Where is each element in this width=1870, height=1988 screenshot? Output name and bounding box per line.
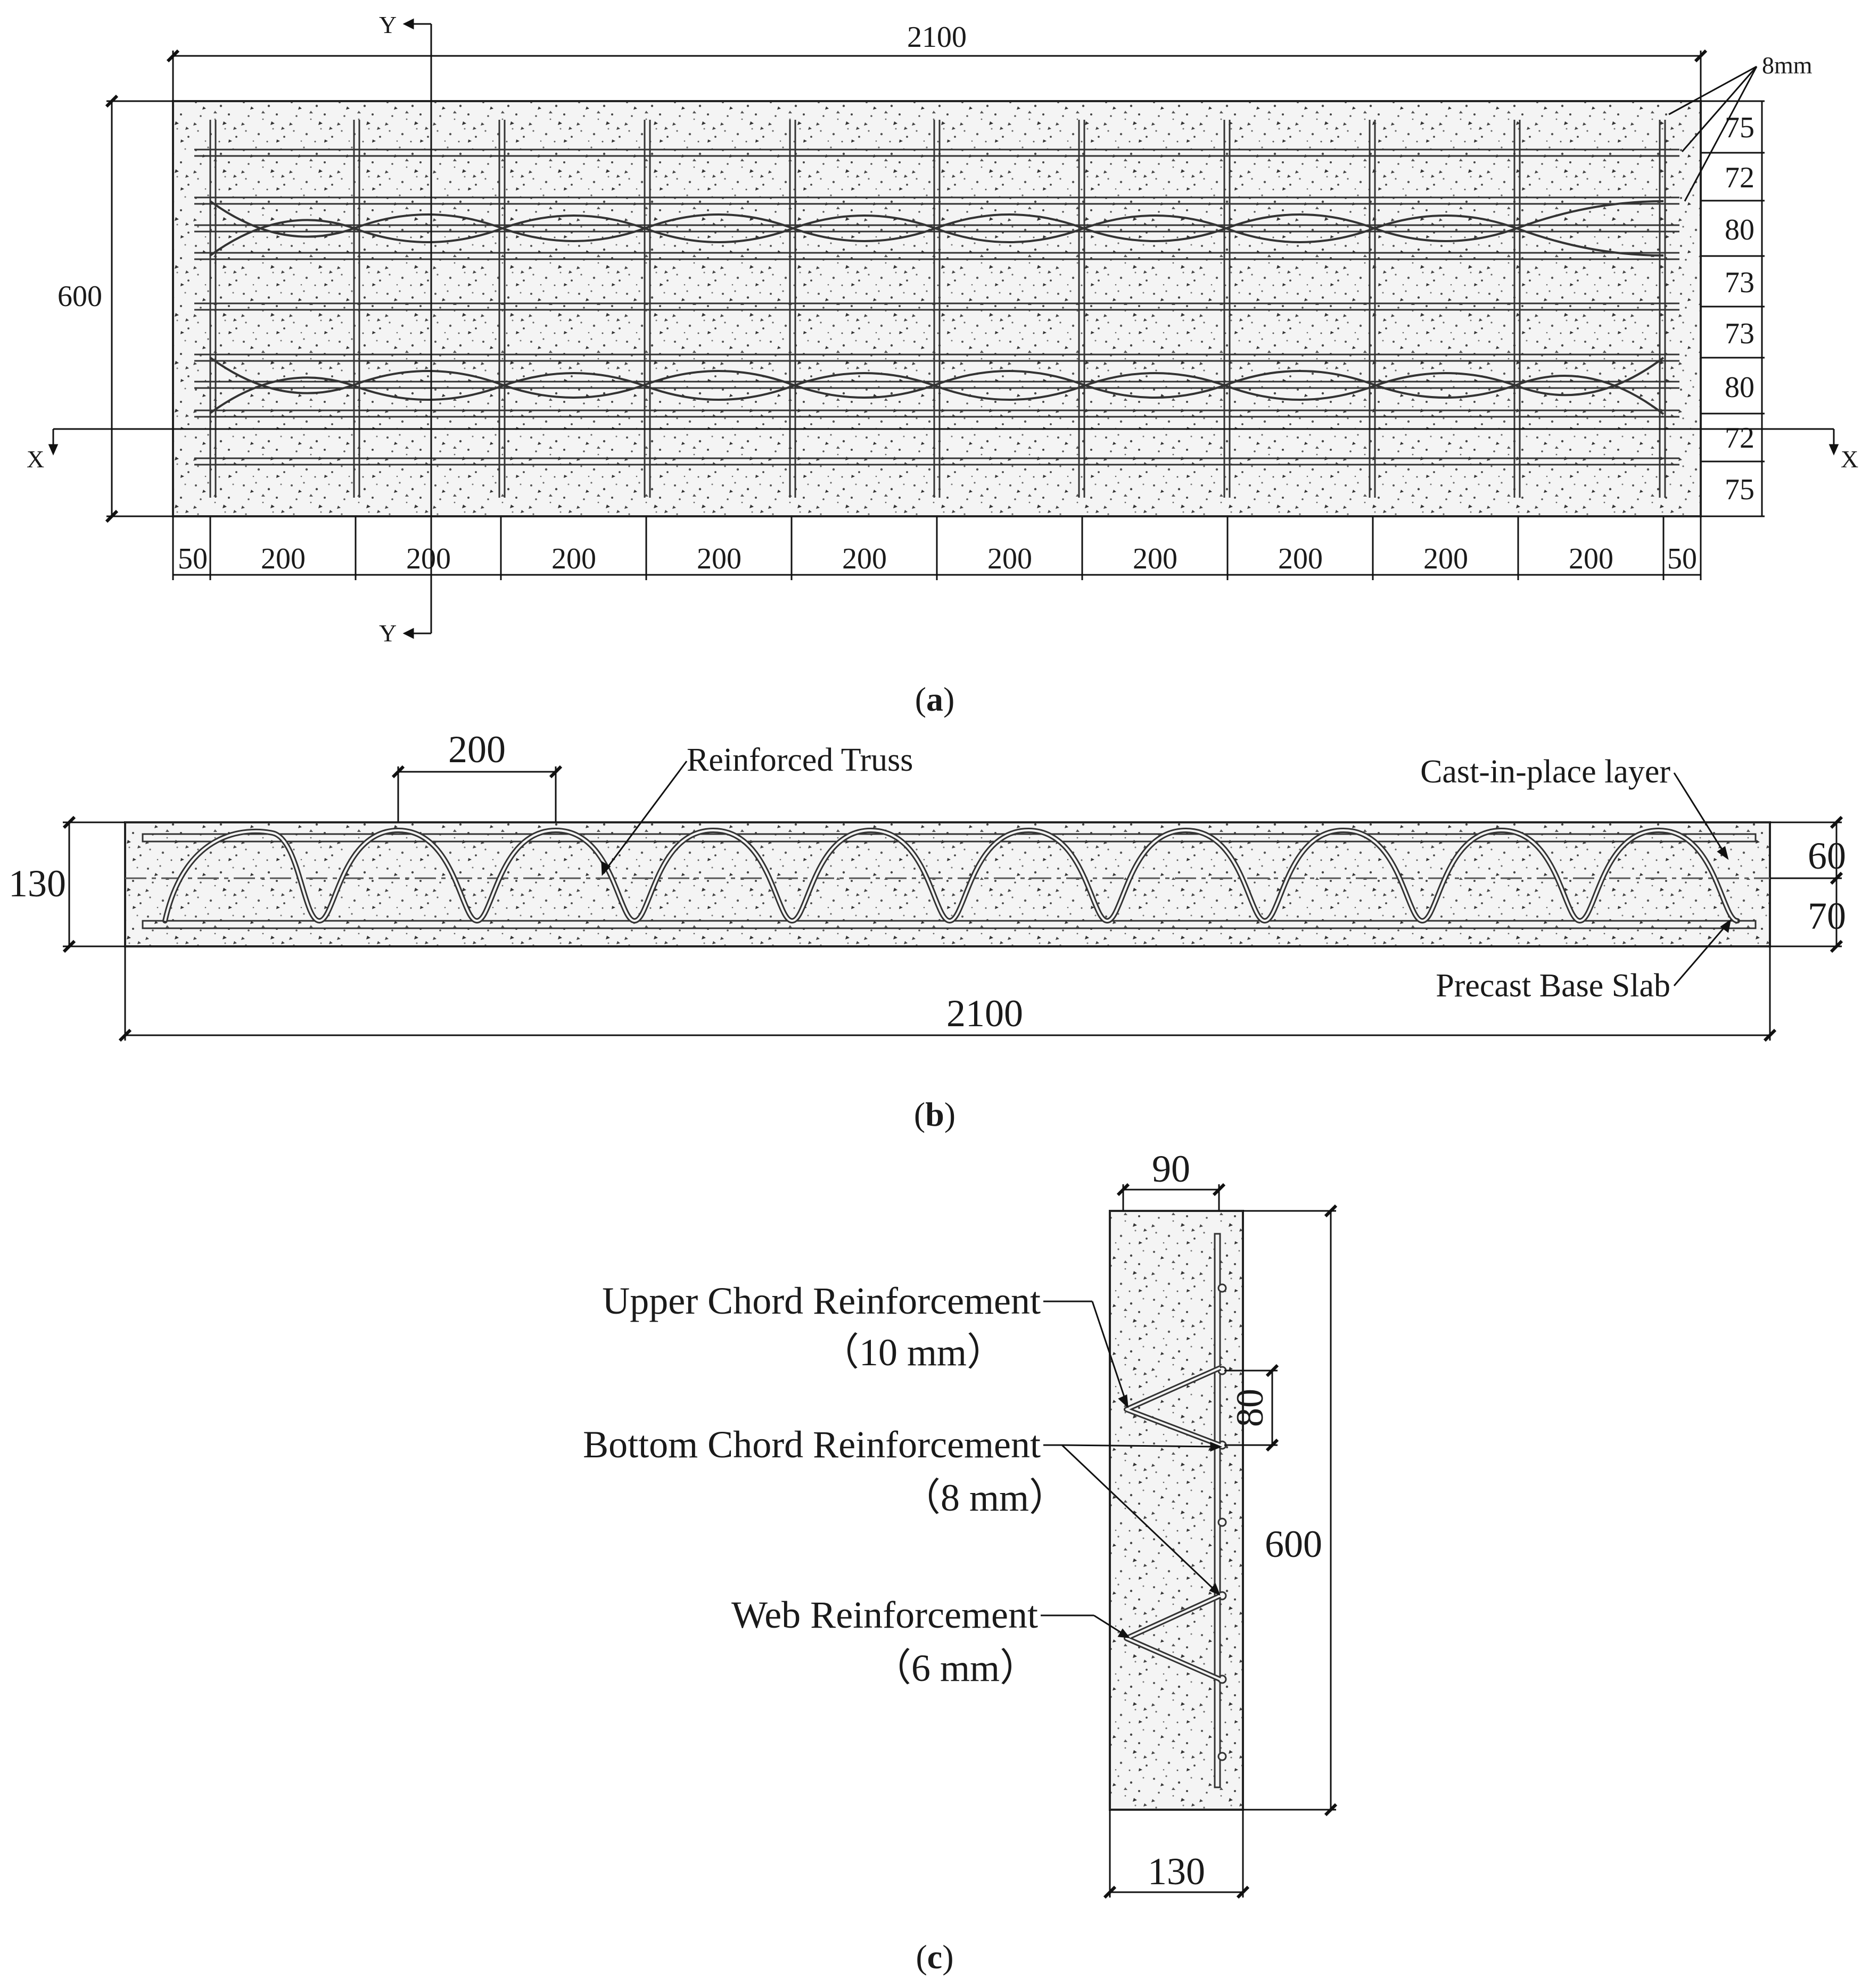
- caption-close: ): [942, 1938, 953, 1976]
- bottom-dim-label: 200: [1278, 542, 1323, 575]
- right-dim-label: 72: [1725, 422, 1754, 455]
- panel-a-right-dim-labels: 75 72 80 73 73 80 72 75: [1725, 111, 1754, 506]
- panel-b-leaders: [601, 761, 1732, 986]
- panel-b-layer-dims: [1770, 815, 1843, 953]
- right-dim-label: 75: [1725, 473, 1754, 506]
- panel-a-truss-web-lower: [209, 357, 1665, 415]
- panel-c-top-dim: [1116, 1183, 1226, 1211]
- panel-a-height-label: 600: [57, 280, 102, 313]
- panel-c-top-dim-label: 90: [1152, 1148, 1190, 1190]
- panel-a-truss-web-upper: [209, 200, 1664, 257]
- panel-a-plan-view: 2100 600 75 72 80 73 73: [27, 11, 1858, 718]
- caption-letter: a: [926, 680, 943, 718]
- right-dim-label: 80: [1725, 371, 1754, 404]
- section-y-top-label: Y: [379, 11, 397, 38]
- panel-b-truss-label: Reinforced Truss: [687, 742, 913, 778]
- right-dim-label: 80: [1725, 213, 1754, 246]
- upper-chord-label: Upper Chord Reinforcement: [602, 1280, 1041, 1322]
- panel-c-cross-section: 90 80 600 130: [583, 1148, 1338, 1976]
- panel-a-section-y: [402, 18, 432, 639]
- panel-a-bar-size-leader: [1668, 65, 1758, 202]
- bottom-dim-label: 200: [261, 542, 306, 575]
- section-x-right-label: X: [1841, 446, 1858, 473]
- panel-c-leaders: [1041, 1300, 1222, 1638]
- section-y-bottom-label: Y: [379, 620, 397, 647]
- panel-b-height-dim: [62, 815, 125, 953]
- panel-a-dim-width: [166, 49, 1708, 101]
- bottom-dim-label: 200: [1133, 542, 1177, 575]
- panel-a-bottom-dim-labels: 50 200 200 200 200 200 200 200 200 200 2…: [178, 542, 1697, 575]
- panel-b-elevation: 200 Reinforced Truss Cast-in-place layer…: [9, 728, 1846, 1133]
- bottom-dim-label: 200: [1423, 542, 1468, 575]
- panel-b-precast-label: Precast Base Slab: [1436, 968, 1670, 1004]
- panel-b-cast-label: Cast-in-place layer: [1420, 754, 1670, 790]
- panel-b-truss-web-inner: [164, 829, 1738, 922]
- bottom-chord-size: （8 mm）: [902, 1476, 1067, 1519]
- right-dim-label: 75: [1725, 111, 1754, 144]
- panel-a-transverse-bars: [209, 120, 1666, 498]
- upper-chord-size: （10 mm）: [821, 1331, 1005, 1374]
- panel-a-slab: [172, 100, 1702, 517]
- caption-letter: b: [925, 1095, 944, 1133]
- caption-open: (: [915, 680, 926, 718]
- panel-b-height-label: 130: [9, 862, 66, 905]
- panel-a-section-x: [48, 428, 1839, 456]
- bottom-dim-label: 200: [406, 542, 451, 575]
- panel-c-caption: (c): [916, 1938, 953, 1976]
- panel-a-bar-size-note: 8mm: [1762, 52, 1813, 79]
- panel-a-width-label: 2100: [907, 21, 967, 54]
- caption-open: (: [916, 1938, 927, 1976]
- right-dim-label: 73: [1725, 266, 1754, 299]
- bottom-dim-label: 200: [842, 542, 887, 575]
- panel-c-height-dim: [1243, 1204, 1338, 1817]
- web-label: Web Reinforcement: [731, 1594, 1038, 1636]
- caption-open: (: [914, 1095, 925, 1133]
- panel-a-bottom-dims: [172, 516, 1702, 580]
- panel-a-dim-height: [105, 94, 173, 523]
- section-x-left-label: X: [27, 446, 44, 473]
- bottom-dim-label: 200: [987, 542, 1032, 575]
- panel-c-height-dim-label: 600: [1265, 1523, 1322, 1565]
- panel-c-upper-chord-bar: [1214, 1233, 1221, 1788]
- right-dim-label: 73: [1725, 317, 1754, 350]
- panel-b-spacing-label: 200: [448, 728, 506, 771]
- panel-b-top-layer-label: 60: [1808, 835, 1846, 877]
- panel-b-width-dim: [118, 946, 1777, 1042]
- panel-c-pitch-dim: [1224, 1364, 1279, 1452]
- panel-b-width-label: 2100: [946, 992, 1023, 1035]
- panel-b-bottom-layer-label: 70: [1808, 895, 1846, 937]
- web-size: （6 mm）: [873, 1647, 1038, 1689]
- panel-c-bottom-dim: [1103, 1810, 1250, 1899]
- panel-b-caption: (b): [914, 1095, 955, 1133]
- caption-letter: c: [927, 1938, 942, 1976]
- bottom-dim-label: 200: [1569, 542, 1613, 575]
- right-dim-label: 72: [1725, 161, 1754, 194]
- caption-close: ): [943, 680, 954, 718]
- panel-c-bottom-dim-label: 130: [1148, 1850, 1205, 1893]
- bottom-dim-label: 50: [178, 542, 208, 575]
- panel-a-longitudinal-bars: [194, 149, 1679, 466]
- bottom-dim-label: 50: [1667, 542, 1697, 575]
- bottom-chord-label: Bottom Chord Reinforcement: [583, 1423, 1041, 1466]
- caption-close: ): [944, 1095, 955, 1133]
- panel-b-slab: [124, 821, 1771, 947]
- panel-b-spacing-dim: [391, 765, 563, 822]
- panel-a-caption: (a): [915, 680, 955, 718]
- bottom-dim-label: 200: [697, 542, 742, 575]
- bottom-dim-label: 200: [551, 542, 596, 575]
- panel-c-truss-web-inner: [1125, 1367, 1221, 1680]
- panel-c-pitch-dim-label: 80: [1229, 1389, 1271, 1427]
